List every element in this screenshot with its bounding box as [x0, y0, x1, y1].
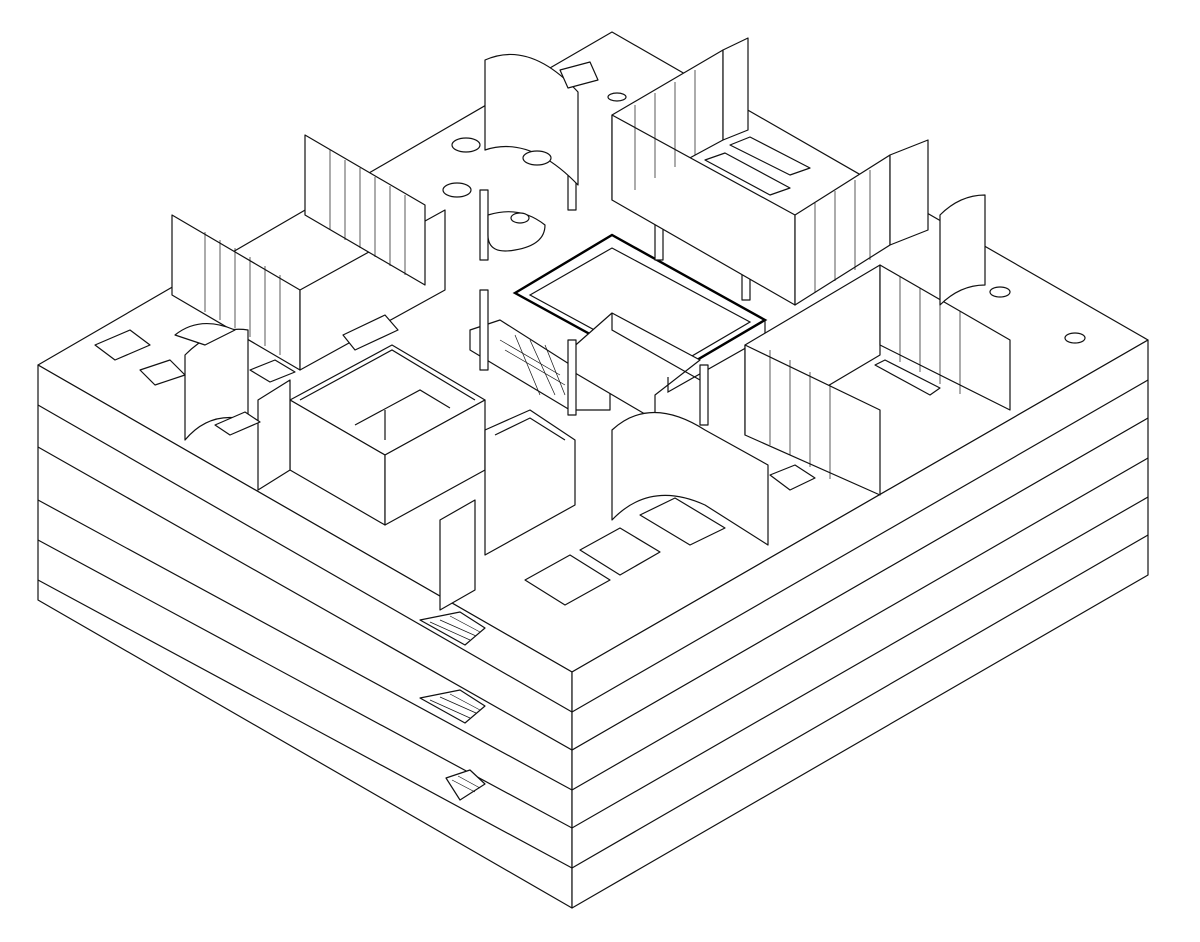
round-table: [451, 137, 481, 153]
round-table: [442, 182, 472, 198]
slab-line: [37, 499, 573, 791]
building-volume: [37, 31, 1149, 909]
meeting-room-north-west: [171, 134, 446, 371]
lower-stairs: [419, 611, 486, 801]
toilet-block: [289, 344, 576, 556]
stair-flight: [419, 611, 486, 646]
slab-line: [571, 379, 1149, 713]
slab-line: [571, 457, 1149, 791]
round-table: [607, 92, 627, 102]
desk: [579, 527, 661, 576]
column: [479, 189, 489, 261]
column: [567, 339, 577, 416]
table: [729, 136, 811, 176]
rooms: [171, 37, 1011, 611]
desk: [769, 464, 816, 491]
round-lounge-seat: [174, 322, 236, 346]
meeting-room-north-east: [611, 37, 929, 306]
slab-line: [37, 404, 573, 713]
desk: [524, 554, 611, 606]
meeting-room-east: [744, 264, 1011, 496]
furniture: [94, 61, 1086, 606]
table: [704, 152, 791, 196]
sofa: [559, 61, 599, 89]
round-tables: [442, 92, 1086, 344]
curved-partitions: [184, 53, 986, 611]
desk: [139, 359, 186, 386]
column: [699, 364, 709, 426]
atrium-stair: [499, 334, 566, 396]
sofa: [342, 314, 399, 351]
round-table: [522, 150, 552, 166]
round-table: [1064, 332, 1086, 344]
desk: [249, 359, 296, 383]
planter: [510, 212, 530, 224]
workstation-desks: [94, 329, 816, 606]
slab-line: [571, 534, 1149, 869]
round-table: [989, 286, 1011, 298]
stair-flight: [419, 689, 486, 724]
stair-flight: [445, 769, 486, 801]
desk: [94, 329, 151, 361]
sofas: [342, 61, 599, 351]
desk: [214, 411, 261, 436]
column: [479, 289, 489, 371]
table: [874, 359, 941, 396]
slab-line: [37, 579, 573, 869]
desk: [639, 497, 726, 546]
slab-line: [37, 496, 1149, 829]
